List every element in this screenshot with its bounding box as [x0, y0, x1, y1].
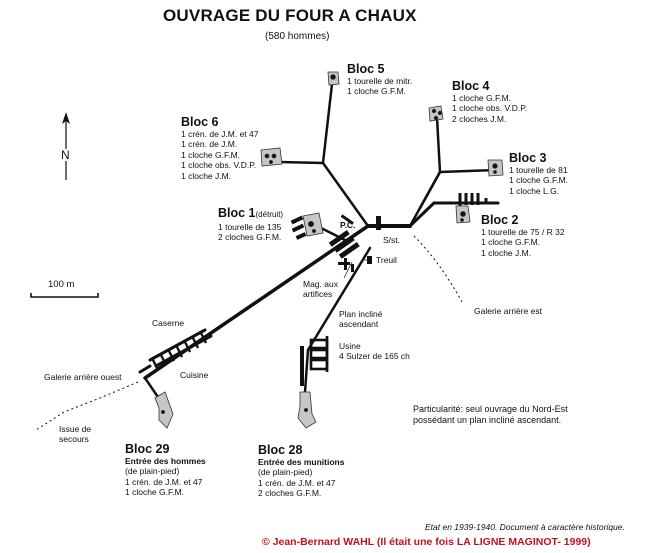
- north-label: N: [61, 148, 70, 162]
- bloc6-line-1: 1 crén. de J.M. et 47: [181, 129, 259, 139]
- usine-line-1: Usine: [339, 341, 361, 351]
- bloc5-line-1: 1 tourelle de mitr.: [347, 76, 413, 86]
- bloc4-line-2: 1 cloche obs. V.D.P.: [452, 103, 528, 114]
- bloc4-line-3: 2 cloches J.M.: [452, 113, 507, 124]
- bloc28-line-2: 2 cloches G.F.M.: [258, 488, 322, 499]
- plan-incline-line-1: Plan incliné: [339, 309, 383, 319]
- sst-label: S/st.: [383, 235, 401, 245]
- bloc6-label: Bloc 6 1 crén. de J.M. et 47 1 crén. de …: [181, 115, 258, 181]
- bloc28-line-1: 1 crén. de J.M. et 47: [258, 477, 336, 488]
- bloc-chambers: [290, 215, 307, 386]
- bloc3-name: Bloc 3: [509, 151, 547, 165]
- bloc28-label: Bloc 28 Entrée des munitions (de plain-p…: [258, 443, 344, 499]
- bloc4-line-1: 1 cloche G.F.M.: [452, 93, 512, 103]
- magazine-line-1: Mag. aux: [303, 279, 338, 289]
- bloc29-subtitle-1: Entrée des hommes: [125, 456, 206, 466]
- bloc2-name: Bloc 2: [481, 213, 519, 227]
- bloc2-line-1: 1 tourelle de 75 / R 32: [481, 227, 565, 237]
- magazine-line-2: artifices: [303, 289, 333, 300]
- bloc5-line-2: 1 cloche G.F.M.: [347, 86, 407, 97]
- galerie-est-label: Galerie arrière est: [474, 306, 543, 316]
- usine-line-2: 4 Sulzer de 165 ch: [339, 351, 410, 362]
- particularite-line-1: Particularité: seul ouvrage du Nord-Est: [413, 404, 568, 414]
- bloc1-note: (détruit): [255, 210, 284, 219]
- bloc29-name: Bloc 29: [125, 442, 170, 456]
- bloc6-name: Bloc 6: [181, 115, 219, 129]
- usine-label: Usine 4 Sulzer de 165 ch: [339, 341, 410, 362]
- map-subtitle: (580 hommes): [265, 31, 330, 42]
- bloc28-name: Bloc 28: [258, 443, 303, 457]
- scale-label: 100 m: [48, 279, 75, 290]
- bloc28-subtitle-1: Entrée des munitions: [258, 457, 345, 467]
- bloc2-line-2: 1 cloche G.F.M.: [481, 237, 541, 248]
- bloc3-line-2: 1 cloche G.F.M.: [509, 175, 569, 186]
- leader-lines: [343, 259, 372, 279]
- particularite-line-2: possédant un plan incliné ascendant.: [413, 415, 562, 425]
- bloc5-name: Bloc 5: [347, 62, 385, 76]
- rear-gallery-dotted: [35, 235, 463, 431]
- caserne-label: Caserne: [152, 318, 185, 328]
- issue-label: Issue de secours: [59, 424, 91, 445]
- bloc28-subtitle-2: (de plain-pied): [258, 467, 313, 478]
- bloc1-label: Bloc 1(détruit) 1 tourelle de 135 2 cloc…: [218, 206, 283, 243]
- bloc29-label: Bloc 29 Entrée des hommes (de plain-pied…: [125, 442, 206, 498]
- caserne-chambers: [150, 330, 208, 369]
- plan-incline-line-2: ascendant: [339, 319, 379, 330]
- map-title: OUVRAGE DU FOUR A CHAUX: [163, 6, 417, 25]
- credit-line: © Jean-Bernard WAHL (Il était une fois L…: [262, 536, 591, 548]
- bloc4-label: Bloc 4 1 cloche G.F.M. 1 cloche obs. V.D…: [452, 79, 527, 124]
- plan-incline-label: Plan incliné ascendant: [339, 309, 382, 330]
- bloc29-subtitle-2: (de plain-pied): [125, 466, 180, 477]
- treuil-label: Treuil: [376, 255, 397, 265]
- usine-chambers: [309, 336, 329, 372]
- scale-bar: [30, 293, 99, 298]
- bloc4-name: Bloc 4: [452, 79, 490, 93]
- bloc2-line-3: 1 cloche J.M.: [481, 247, 532, 258]
- bloc6-line-2: 1 crén. de J.M.: [181, 139, 238, 150]
- pc-label: P.C.: [340, 220, 356, 230]
- bloc-structures: [154, 71, 504, 429]
- etat-note: Etat en 1939-1940. Document à caractère …: [425, 522, 625, 532]
- issue-line-1: Issue de: [59, 424, 92, 434]
- bloc6-line-3: 1 cloche G.F.M.: [181, 149, 241, 160]
- bloc1-name: Bloc 1: [218, 206, 256, 220]
- bloc5-label: Bloc 5 1 tourelle de mitr. 1 cloche G.F.…: [347, 62, 412, 97]
- bloc1-line-2: 2 cloches G.F.M.: [218, 232, 282, 243]
- bloc6-line-5: 1 cloche J.M.: [181, 170, 232, 181]
- cuisine-label: Cuisine: [180, 370, 209, 380]
- bloc29-line-1: 1 crén. de J.M. et 47: [125, 476, 203, 487]
- magazine-label: Mag. aux artifices: [303, 279, 338, 300]
- bloc1-line-1: 1 tourelle de 135: [218, 222, 282, 232]
- bloc6-line-4: 1 cloche obs. V.D.P.: [181, 160, 257, 171]
- particularite-note: Particularité: seul ouvrage du Nord-Est …: [413, 404, 568, 426]
- bloc3-line-3: 1 cloche L.G.: [509, 185, 560, 196]
- galerie-ouest-label: Galerie arrière ouest: [44, 372, 122, 382]
- bloc3-label: Bloc 3 1 tourelle de 81 1 cloche G.F.M. …: [509, 151, 568, 196]
- north-arrow-icon: [62, 112, 70, 180]
- bloc3-line-1: 1 tourelle de 81: [509, 165, 568, 175]
- issue-line-2: secours: [59, 434, 89, 445]
- bloc2-label: Bloc 2 1 tourelle de 75 / R 32 1 cloche …: [481, 213, 565, 258]
- bloc29-line-2: 1 cloche G.F.M.: [125, 487, 185, 498]
